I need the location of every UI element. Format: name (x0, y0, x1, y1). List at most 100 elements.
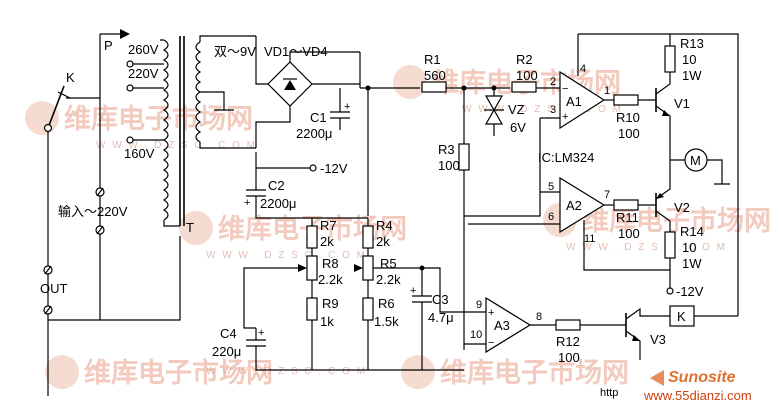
watermark-logo-6: 维库电子市场网 (401, 355, 629, 389)
r2-name: R2 (516, 52, 533, 67)
minus12v-right-label: -12V (676, 284, 704, 299)
transformer-t-label: T (186, 220, 194, 235)
a2-pin7: 7 (604, 189, 610, 201)
resistor-r12 (555, 319, 581, 331)
r8-name: R8 (322, 256, 339, 271)
r7-value: 2k (320, 234, 334, 249)
r13-name: R13 (680, 36, 704, 51)
watermark-logo-1: 维库电子市场网 W W W . D Z S C . C O M (25, 101, 255, 151)
resistor-r1 (421, 81, 447, 93)
a1-pin4: 4 (580, 63, 586, 75)
r5-name: R5 (380, 256, 397, 271)
relay-k-label: K (677, 309, 686, 324)
v2-label: V2 (674, 200, 690, 215)
r10-name: R10 (616, 110, 640, 125)
opamp-a3: A3 + − 9 10 8 R12 100 (464, 296, 626, 365)
r10-value: 100 (618, 126, 640, 141)
a3-label: A3 (494, 318, 510, 333)
vz-name: VZ (508, 102, 525, 117)
c1-value: 2200μ (296, 126, 332, 141)
resistor-r13 (664, 45, 676, 73)
a2-pin5: 5 (548, 181, 554, 193)
resistor-r2 (511, 81, 537, 93)
minus12v-top-label: -12V (320, 161, 348, 176)
a3-pin9: 9 (476, 299, 482, 311)
r1-value: 560 (424, 68, 446, 83)
r14-value: 10 (682, 240, 696, 255)
resistor-r14 (664, 231, 676, 259)
site-url: www.55dianzi.com (643, 388, 752, 403)
a3-pin8: 8 (536, 311, 542, 323)
a1-pin2: 2 (550, 76, 556, 88)
c1-plus: + (344, 101, 350, 113)
a3-plus: + (488, 307, 494, 319)
r3-name: R3 (438, 142, 455, 157)
r8-value: 2.2k (318, 272, 343, 287)
transistor-v3: V3 K (625, 305, 738, 360)
c4-name: C4 (220, 326, 237, 341)
positive-rail (359, 33, 739, 316)
watermark-url: W W W . D Z S C . C O M (206, 366, 367, 377)
resistor-r4 (362, 225, 374, 249)
ic-label: IC:LM324 (538, 150, 594, 165)
watermark-text: 维库电子市场网 (440, 357, 629, 389)
divider-left: R7 2k R8 2.2k R9 1k (243, 218, 343, 338)
rectifier-section: VD1～VD4 + C1 2200μ -12V + C2 2200μ (244, 36, 368, 219)
tap-160v-label: 160V (124, 146, 155, 161)
opamp-a1: A1 − + 2 3 4 1 R10 100 (550, 63, 656, 141)
input-section: K P 260V 220V 160V 输入～220V OUT (40, 29, 181, 396)
r3-value: 100 (438, 158, 460, 173)
potentiometer-r5 (362, 255, 374, 281)
a1-label: A1 (566, 94, 582, 109)
zener-vz-top (484, 95, 504, 112)
r14-name: R14 (680, 224, 704, 239)
resistor-r10 (613, 94, 639, 106)
tap-220v-label: 220V (128, 66, 159, 81)
r11-value: 100 (618, 226, 640, 241)
capacitor-c3: + C3 4.7μ (410, 265, 454, 338)
minus12v-terminal-top (309, 164, 317, 172)
c3-value: 4.7μ (428, 310, 454, 325)
watermark-url: W W W . D Z S C . C O M (206, 250, 367, 261)
site-branding: Sunosite http www.55dianzi.com (600, 369, 752, 403)
resistor-r6 (362, 297, 374, 321)
site-logo-text: Sunosite (668, 369, 736, 386)
r4-value: 2k (376, 234, 390, 249)
r6-value: 1.5k (374, 314, 399, 329)
a2-label: A2 (566, 198, 582, 213)
resistor-r9 (306, 297, 318, 321)
watermark-text: 维库电子市场网 (64, 103, 253, 135)
reference-section: R1 560 R3 100 VZ 6V R2 100 (421, 52, 560, 350)
watermark-url: W W W . D Z S C . C O M (462, 104, 623, 115)
a1-minus: − (562, 83, 568, 95)
site-logo-icon (650, 370, 664, 386)
secondary-label: 双～9V (214, 44, 256, 59)
r13-power: 1W (682, 68, 702, 83)
v1-label: V1 (674, 96, 690, 111)
r13-value: 10 (682, 52, 696, 67)
a3-minus: − (488, 337, 494, 349)
resistor-r3 (458, 143, 470, 171)
r6-name: R6 (378, 296, 395, 311)
c2-name: C2 (268, 178, 285, 193)
watermark-url: W W W . D Z S C . C O M (566, 242, 727, 253)
r14-power: 1W (682, 256, 702, 271)
v3-label: V3 (650, 332, 666, 347)
r9-value: 1k (320, 314, 334, 329)
r12-name: R12 (556, 334, 580, 349)
tap-260v-terminal (126, 60, 134, 68)
vz-value: 6V (510, 120, 526, 135)
potentiometer-r8 (306, 255, 318, 281)
motor-label: M (690, 153, 701, 168)
out-label: OUT (40, 281, 68, 296)
a1-pin3: 3 (550, 104, 556, 116)
a2-pin11: 11 (584, 233, 595, 245)
plug-p-label: P (104, 38, 113, 53)
opamp-a2: IC:LM324 A2 5 6 7 11 R11 100 (468, 150, 670, 271)
c2-plus: + (244, 197, 250, 209)
a1-plus: + (562, 111, 568, 123)
capacitor-c4: + C4 220μ (212, 326, 464, 371)
switch-k-label: K (66, 70, 75, 85)
resistor-r11 (613, 199, 639, 211)
